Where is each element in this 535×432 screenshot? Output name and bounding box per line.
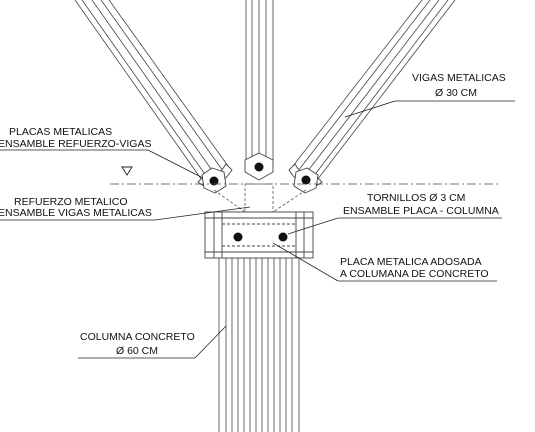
label-placa-2: A COLUMANA DE CONCRETO <box>340 268 489 280</box>
label-tornillos-2: ENSAMBLE PLACA - COLUMNA <box>343 205 499 217</box>
steel-reinforcement <box>213 183 307 213</box>
right-diagonal-beam <box>292 0 456 185</box>
label-vigas-1: VIGAS METALICAS <box>412 72 506 84</box>
vertical-center-beam <box>245 0 274 166</box>
annotation-labels: PLACAS METALICAS ENSAMBLE REFUERZO-VIGAS… <box>0 72 506 357</box>
collar-bolts <box>233 232 288 242</box>
label-refuerzo-2: ENSAMBLE VIGAS METALICAS <box>0 207 152 219</box>
column-collar-plate <box>204 211 314 259</box>
level-marker-icon <box>121 166 133 176</box>
connection-plates <box>201 152 319 194</box>
label-placa-1: PLACA METALICA ADOSADA <box>340 256 482 268</box>
label-placas-2: ENSAMBLE REFUERZO-VIGAS <box>0 138 151 150</box>
label-placas-1: PLACAS METALICAS <box>9 126 112 138</box>
left-diagonal-beam <box>74 0 229 184</box>
label-columna-2: Ø 60 CM <box>116 345 158 357</box>
label-refuerzo-1: REFUERZO METALICO <box>14 196 128 208</box>
leader-lines <box>0 100 515 359</box>
label-vigas-2: Ø 30 CM <box>435 87 477 99</box>
concrete-column <box>218 258 300 432</box>
label-columna-1: COLUMNA CONCRETO <box>80 331 195 343</box>
plate-bolts <box>209 162 311 186</box>
label-tornillos-1: TORNILLOS Ø 3 CM <box>367 192 465 204</box>
